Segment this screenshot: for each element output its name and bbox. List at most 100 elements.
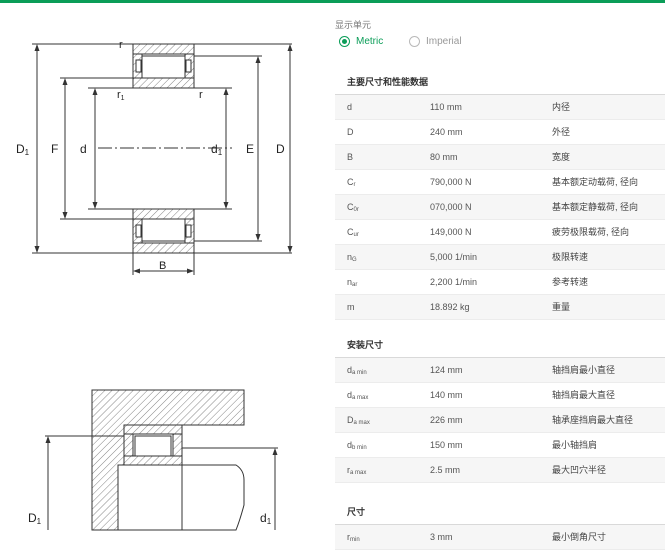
spec-description: 最小倒角尺寸 xyxy=(552,532,607,542)
unit-option-label: Imperial xyxy=(426,36,462,47)
mount-label-d1: d1 xyxy=(260,511,272,526)
section-title: 主要尺寸和性能数据 xyxy=(335,70,665,95)
radio-unchecked-icon xyxy=(409,36,420,47)
spec-description: 基本额定动载荷, 径向 xyxy=(552,177,639,187)
spec-symbol-main: C xyxy=(347,177,354,187)
bearing-cross-section-diagram: r r1 r D1 F d d1 E D B xyxy=(16,39,293,275)
spec-symbol-subscript: r xyxy=(353,182,356,188)
spec-symbol-main: r xyxy=(347,465,350,475)
spec-symbol-subscript: G xyxy=(352,257,357,263)
spec-symbol: C0r xyxy=(347,195,359,222)
unit-option-imperial[interactable]: Imperial xyxy=(409,36,462,47)
spec-value: 150 mm xyxy=(430,440,463,450)
spec-symbol-main: B xyxy=(347,152,354,162)
label-d1: d1 xyxy=(211,142,223,157)
spec-symbol-subscript: min xyxy=(350,537,360,543)
section-title: 安装尺寸 xyxy=(335,333,665,358)
spec-description: 宽度 xyxy=(552,152,571,162)
spec-symbol-main: D xyxy=(347,415,354,425)
spec-symbol-main: d xyxy=(347,102,353,112)
table-row: C0r 070,000 N 基本额定静载荷, 径向 xyxy=(335,195,665,220)
spec-symbol-main: n xyxy=(347,277,353,287)
label-r-right: r xyxy=(199,89,203,101)
table-row: Cr 790,000 N 基本额定动载荷, 径向 xyxy=(335,170,665,195)
spec-symbol: Cur xyxy=(347,220,359,247)
spec-description: 外径 xyxy=(552,127,571,137)
spec-symbol: d xyxy=(347,95,352,119)
spec-value: 3 mm xyxy=(430,532,453,542)
spec-description: 疲劳极限载荷, 径向 xyxy=(552,227,630,237)
top-accent-bar xyxy=(0,0,665,3)
spec-symbol-main: D xyxy=(347,127,354,137)
spec-value: 2,200 1/min xyxy=(430,277,478,287)
spec-symbol: D xyxy=(347,120,354,144)
spec-value: 18.892 kg xyxy=(430,302,470,312)
spec-symbol: db min xyxy=(347,433,367,460)
spec-value: 149,000 N xyxy=(430,227,472,237)
spec-symbol-main: r xyxy=(347,532,350,542)
spec-value: 226 mm xyxy=(430,415,463,425)
mount-label-D1: D1 xyxy=(28,511,42,526)
spec-value: 5,000 1/min xyxy=(430,252,478,262)
label-D1: D1 xyxy=(16,142,30,157)
table-row: Da max 226 mm 轴承座挡肩最大直径 xyxy=(335,408,665,433)
spec-symbol-main: d xyxy=(347,440,353,450)
spec-symbol: B xyxy=(347,145,353,169)
spec-symbol-main: n xyxy=(347,252,353,262)
spec-description: 轴承座挡肩最大直径 xyxy=(552,415,634,425)
table-row: Cur 149,000 N 疲劳极限载荷, 径向 xyxy=(335,220,665,245)
label-B: B xyxy=(159,260,166,272)
unit-label: 显示单元 xyxy=(335,20,372,30)
spec-symbol-subscript: 0r xyxy=(353,207,359,213)
table-row: da min 124 mm 轴挡肩最小直径 xyxy=(335,358,665,383)
section-title: 尺寸 xyxy=(335,500,665,525)
table-row: db min 150 mm 最小轴挡肩 xyxy=(335,433,665,458)
radio-checked-icon xyxy=(339,36,350,47)
label-d: d xyxy=(80,142,87,156)
mounting-diagram: D1 d1 xyxy=(28,389,278,531)
label-F: F xyxy=(51,142,58,156)
spec-description: 基本额定静载荷, 径向 xyxy=(552,202,639,212)
table-row: d 110 mm 内径 xyxy=(335,95,665,120)
table-row: B 80 mm 宽度 xyxy=(335,145,665,170)
spec-description: 极限转速 xyxy=(552,252,589,262)
spec-description: 最大凹穴半径 xyxy=(552,465,607,475)
spec-symbol: da max xyxy=(347,383,368,410)
spec-symbol-subscript: a max xyxy=(350,470,367,476)
spec-symbol: nG xyxy=(347,245,357,272)
spec-description: 轴挡肩最小直径 xyxy=(552,365,616,375)
spec-symbol-subscript: a min xyxy=(352,370,367,376)
spec-symbol-subscript: ur xyxy=(353,232,359,238)
spec-value: 124 mm xyxy=(430,365,463,375)
spec-symbol: rmin xyxy=(347,525,360,552)
unit-option-metric[interactable]: Metric xyxy=(339,36,383,47)
spec-value: 140 mm xyxy=(430,390,463,400)
spec-description: 内径 xyxy=(552,102,571,112)
spec-value: 790,000 N xyxy=(430,177,472,187)
spec-symbol: da min xyxy=(347,358,367,385)
spec-symbol-main: C xyxy=(347,202,354,212)
spec-description: 最小轴挡肩 xyxy=(552,440,598,450)
table-row: rmin 3 mm 最小倒角尺寸 xyxy=(335,525,665,550)
spec-symbol-subscript: a max xyxy=(353,420,370,426)
label-r-top: r xyxy=(119,39,123,51)
label-D: D xyxy=(276,142,285,156)
spec-symbol-subscript: a max xyxy=(352,395,369,401)
spec-symbol-main: d xyxy=(347,390,353,400)
spec-symbol: Da max xyxy=(347,408,370,435)
spec-symbol: m xyxy=(347,295,355,319)
table-row: nG 5,000 1/min 极限转速 xyxy=(335,245,665,270)
spec-symbol-subscript: b min xyxy=(352,445,367,451)
spec-value: 80 mm xyxy=(430,152,458,162)
spec-value: 070,000 N xyxy=(430,202,472,212)
spec-description: 参考转速 xyxy=(552,277,589,287)
spec-symbol: Cr xyxy=(347,170,356,197)
spec-value: 110 mm xyxy=(430,102,462,112)
